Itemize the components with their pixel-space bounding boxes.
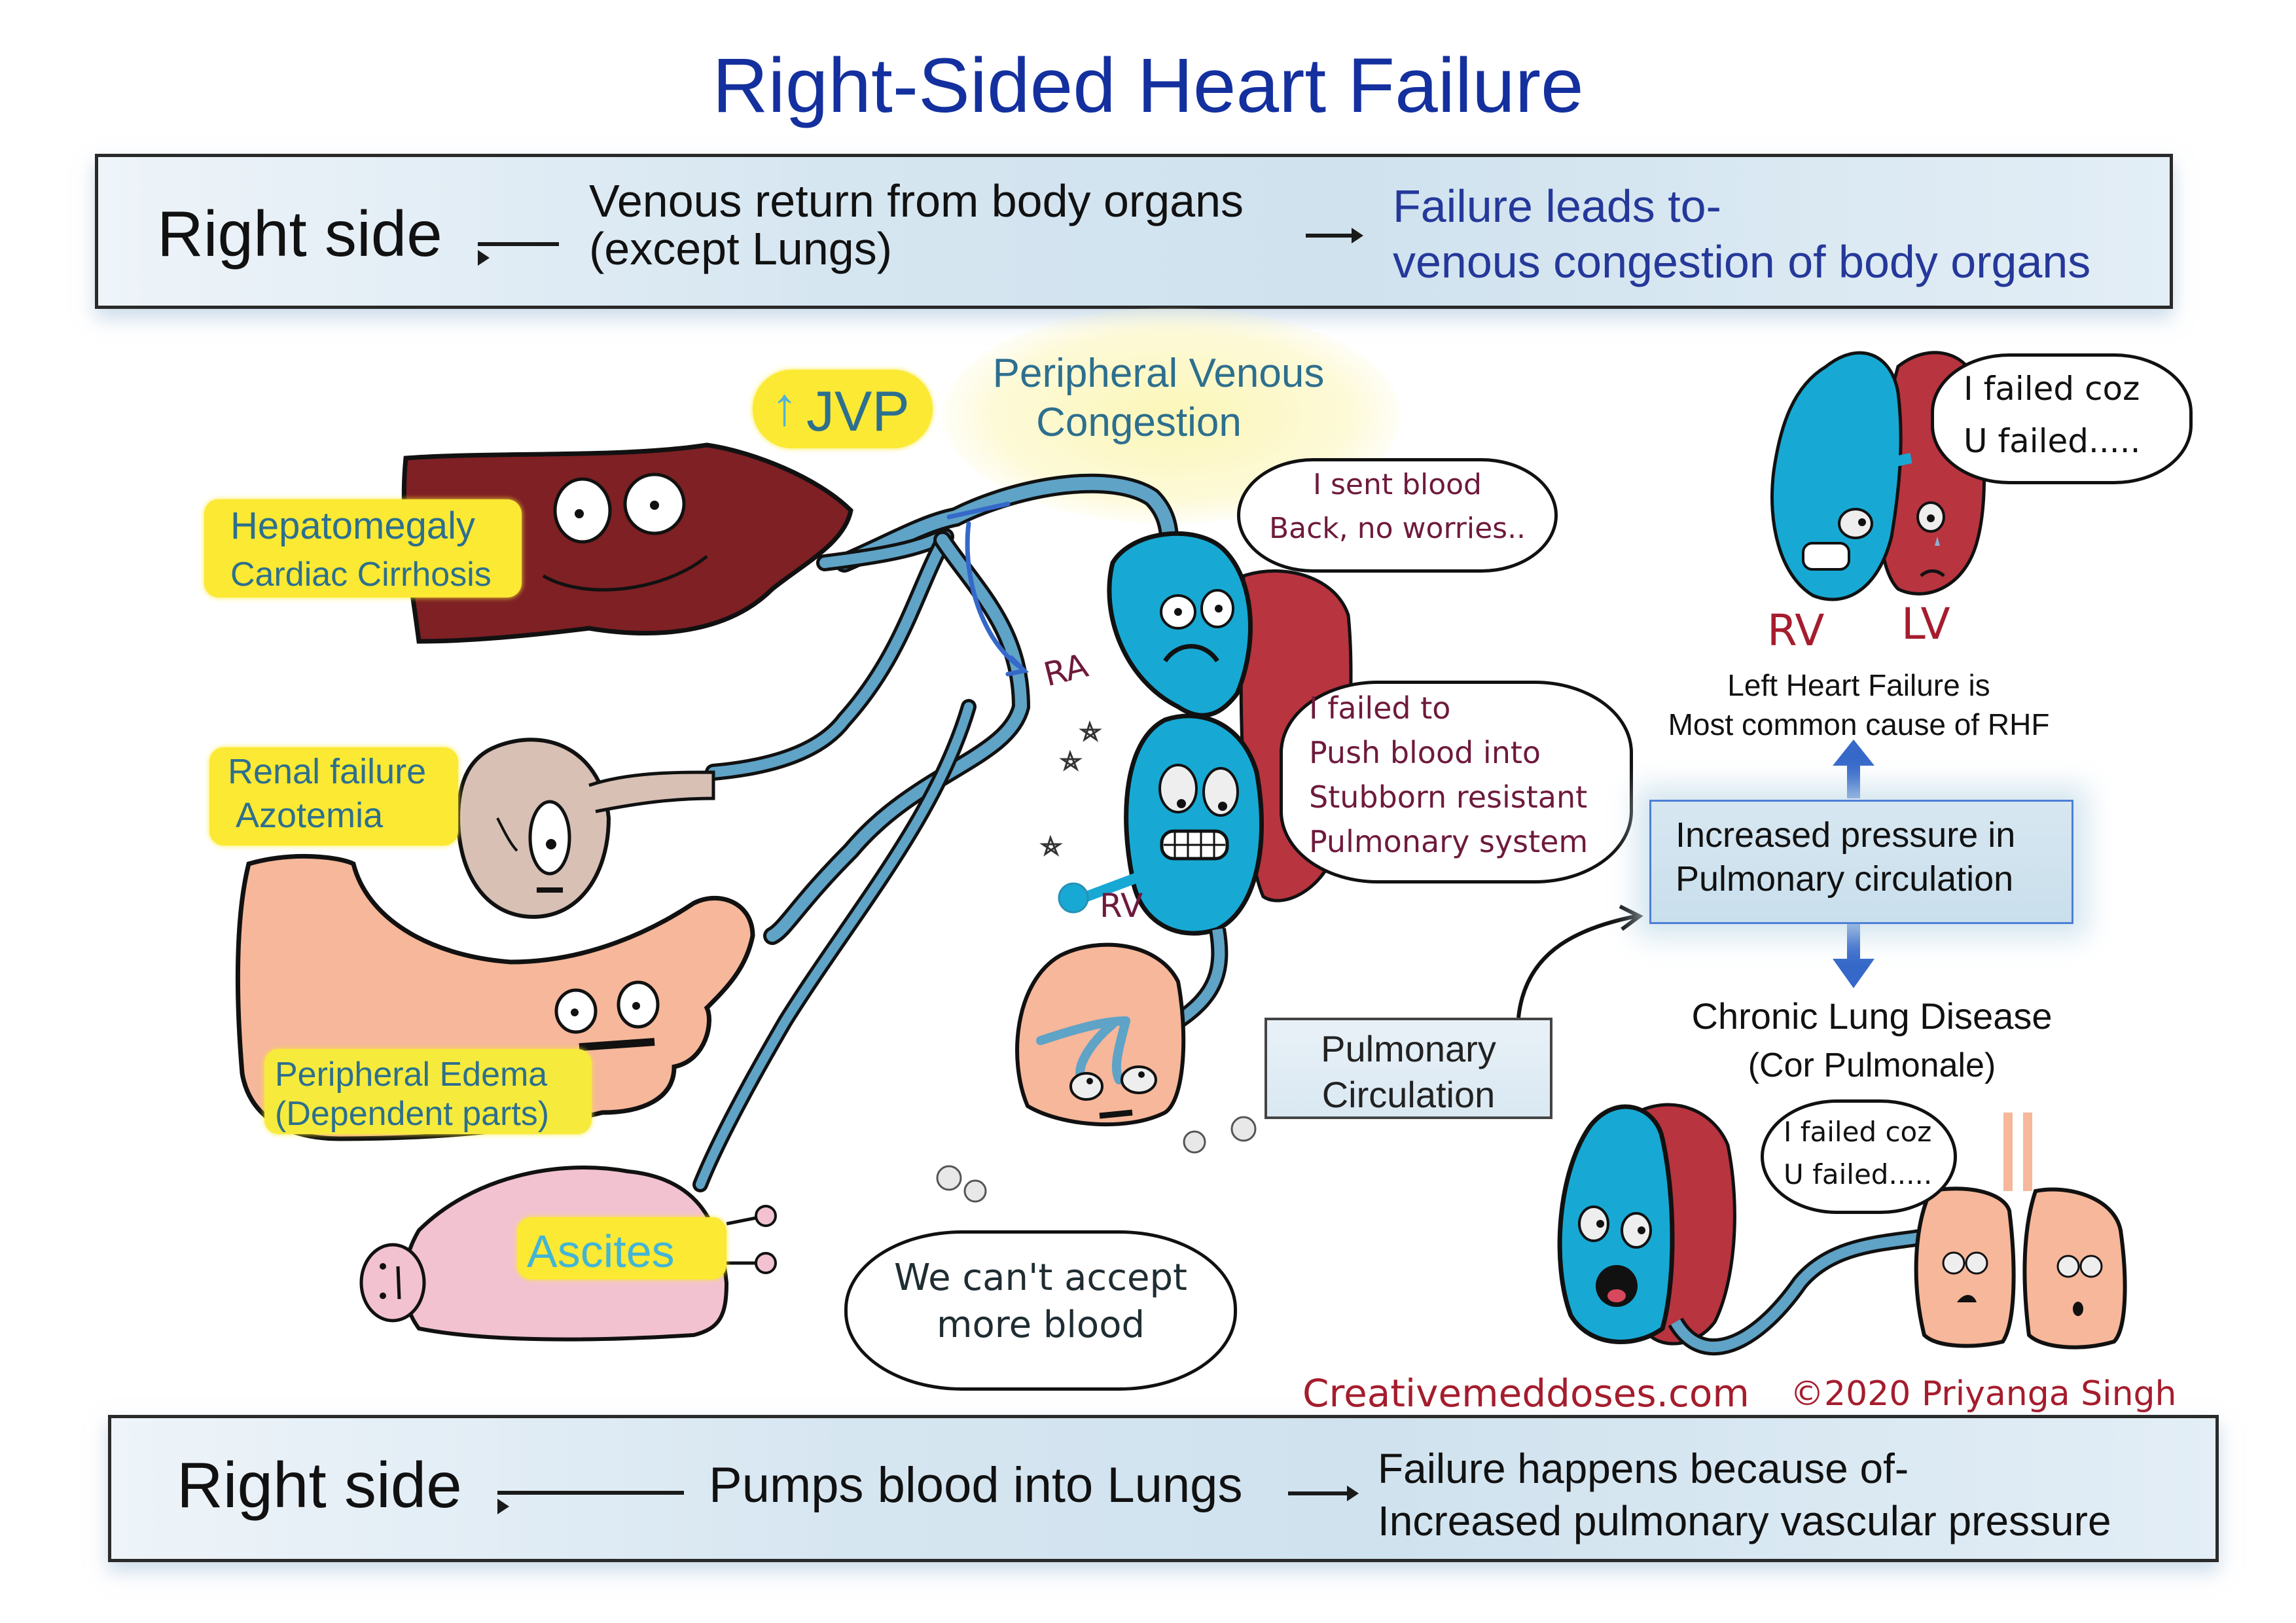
lung-disease-line2: (Cor Pulmonale) <box>1748 1046 1996 1084</box>
bottom-summary-band <box>108 1415 2219 1562</box>
left-hf-line2: Most common cause of RHF <box>1668 707 2050 741</box>
cor-speech-line1: I failed coz <box>1784 1116 1932 1148</box>
edema-label-line2: (Dependent parts) <box>275 1095 550 1133</box>
ra-speech-line1: I sent blood <box>1312 468 1482 501</box>
pressure-line1: Increased pressure in <box>1676 815 2016 855</box>
cor-speech-line2: U failed..... <box>1784 1158 1933 1190</box>
arrow-head <box>1352 228 1363 243</box>
trachea <box>2003 1113 2032 1191</box>
rv-speech-line3: Stubborn resistant <box>1309 779 1588 815</box>
flow-arrow <box>946 501 1011 520</box>
pair-lv-label: LV <box>1901 599 1950 649</box>
lung-speech-bubble <box>844 1230 1237 1391</box>
ascites-label: Ascites <box>527 1226 675 1277</box>
pair-speech-line2: U failed..... <box>1964 422 2141 460</box>
bottom-band-cause-line2: Increased pulmonary vascular pressure <box>1378 1497 2111 1544</box>
pair-rv-label: RV <box>1767 605 1825 656</box>
jvp-highlight <box>753 370 933 448</box>
top-band-subject: Right side <box>157 198 442 270</box>
ra-face <box>1160 589 1234 663</box>
rv-speech-line1: I failed to <box>1309 690 1451 726</box>
lung-faces <box>1942 1251 2103 1316</box>
credit-site: Creativemeddoses.com <box>1302 1371 1749 1416</box>
credit-copyright: ©2020 Priyanga Singh <box>1790 1374 2177 1414</box>
left-hf-line1: Left Heart Failure is <box>1727 668 1990 702</box>
bottom-band-arrow-2 <box>1288 1486 1360 1501</box>
congestion-line2: Congestion <box>1036 400 1242 445</box>
stress-stars <box>1039 720 1102 857</box>
top-band-function-line2: (except Lungs) <box>589 223 893 274</box>
rv-fist <box>1085 872 1141 902</box>
pair-speech-bubble <box>1931 353 2193 484</box>
liver-label-highlight <box>204 499 522 597</box>
arrow-shaft <box>497 1490 684 1495</box>
ra-speech-bubble <box>1237 458 1558 573</box>
liver-label-line1: Hepatomegaly <box>230 505 475 547</box>
ascites-label-highlight <box>517 1217 726 1279</box>
pair-rv-face <box>1802 508 1873 571</box>
jvp-up-arrow-icon: ↑ <box>771 377 798 437</box>
cor-speech-bubble <box>1761 1099 1957 1214</box>
lung-face <box>1069 1065 1157 1119</box>
cor-heart-face <box>1578 1205 1652 1307</box>
arrow-shaft <box>1306 234 1352 238</box>
edema-label-highlight <box>264 1049 592 1134</box>
pressure-flow-box <box>1649 800 2073 924</box>
pulmonary-box-line2: Circulation <box>1321 1074 1496 1115</box>
congestion-line1: Peripheral Venous <box>992 351 1325 396</box>
kidney-label-highlight <box>209 747 458 846</box>
vein-network <box>692 473 1179 1192</box>
lung-vessels <box>1036 1016 1130 1084</box>
kidney-face <box>496 800 571 893</box>
page-title: Right-Sided Heart Failure <box>712 43 1584 129</box>
bottom-band-cause-line1: Failure happens because of- <box>1378 1445 1909 1492</box>
foot-face <box>554 980 660 1051</box>
rv-face <box>1158 764 1239 861</box>
steam-puffs <box>936 1116 1257 1203</box>
arrow-head <box>1347 1486 1359 1501</box>
rv-speech-line4: Pulmonary system <box>1309 824 1588 859</box>
rv-label: RV <box>1100 887 1143 925</box>
arrow-shaft <box>1288 1491 1347 1495</box>
lung-speech-line1: We can't accept <box>894 1257 1187 1299</box>
kidney-label-line2: Azotemia <box>236 796 384 835</box>
top-band-function-line1: Venous return from body organs <box>589 175 1244 226</box>
kidney-label-line1: Renal failure <box>228 752 427 791</box>
pulmonary-to-pressure-arrow <box>1516 914 1637 1018</box>
rv-speech-bubble <box>1280 681 1633 883</box>
liver-label-line2: Cardiac Cirrhosis <box>230 556 492 594</box>
lung-right-lobe <box>1914 1186 2016 1348</box>
lung-speech-line2: more blood <box>936 1304 1145 1346</box>
pulmonary-circulation-box <box>1265 1018 1552 1119</box>
top-summary-band <box>95 154 2173 309</box>
down-flow-arrow-head <box>1833 959 1874 988</box>
pair-speech-line1: I failed coz <box>1964 370 2140 408</box>
top-band-arrow-2 <box>1306 228 1371 243</box>
bottom-band-function: Pumps blood into Lungs <box>709 1457 1243 1513</box>
pair-lv-face <box>1916 501 1945 577</box>
top-band-arrow-1 <box>478 238 569 266</box>
top-band-consequence-line1: Failure leads to- <box>1393 181 1721 232</box>
jvp-label: JVP <box>806 380 910 443</box>
rv-speech-line2: Push blood into <box>1309 735 1541 770</box>
liver-face <box>542 473 708 592</box>
arrow-shaft <box>478 241 559 246</box>
bottom-band-arrow-1 <box>497 1487 694 1514</box>
up-flow-arrow-shaft <box>1847 762 1860 798</box>
bottom-band-subject: Right side <box>177 1449 462 1521</box>
ra-speech-line2: Back, no worries.. <box>1268 512 1526 545</box>
edema-label-line1: Peripheral Edema <box>275 1056 548 1094</box>
up-flow-arrow-head <box>1833 740 1874 766</box>
ascites-head <box>359 1243 426 1323</box>
right-ventricle-blue <box>1124 713 1264 936</box>
pulmonary-box-line1: Pulmonary <box>1321 1028 1496 1069</box>
arrow-head <box>497 1499 509 1514</box>
pressure-line2: Pulmonary circulation <box>1676 859 2014 899</box>
top-band-consequence-line2: venous congestion of body organs <box>1393 236 2091 287</box>
down-flow-arrow-shaft <box>1847 924 1860 963</box>
arrow-head <box>478 250 490 266</box>
lung-disease-line1: Chronic Lung Disease <box>1691 995 2053 1037</box>
flow-arrow <box>965 521 1024 670</box>
cor-heart-blue <box>1557 1104 1675 1344</box>
